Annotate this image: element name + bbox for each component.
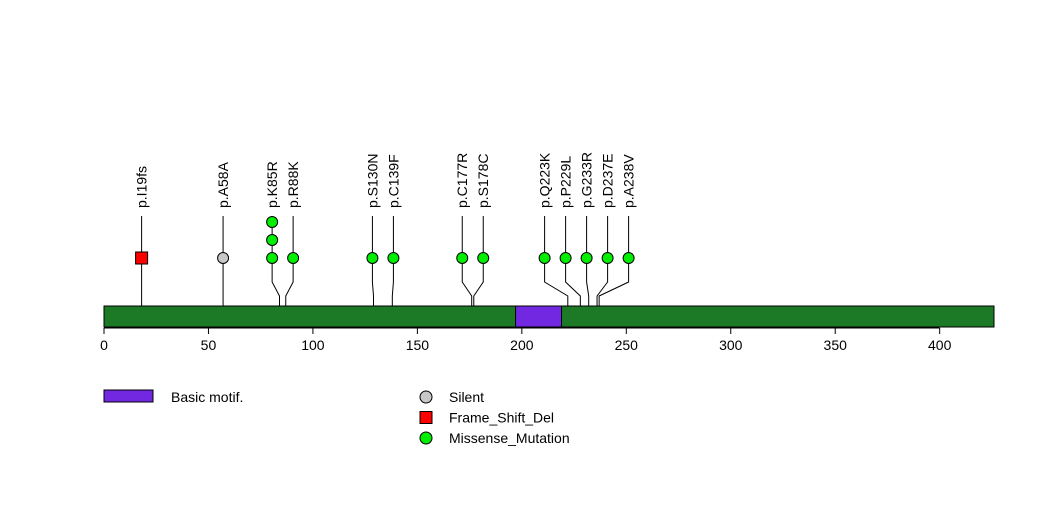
domain-0 [515, 305, 563, 328]
mutation-label: p.C177R [454, 153, 470, 208]
mutation-head-circle [387, 252, 400, 264]
mutation-label: p.C139F [385, 154, 401, 208]
mutation-label: p.K85R [264, 161, 280, 208]
legend-circle-icon [419, 390, 433, 404]
x-tick-label: 0 [100, 337, 108, 353]
mutation-label: p.S178C [475, 154, 491, 208]
x-tick-label: 200 [510, 337, 534, 353]
mutation-head-circle [622, 252, 635, 264]
mutation-head-circle [266, 216, 279, 228]
lollipop-stem [371, 216, 375, 306]
mutation-label: p.D237E [600, 154, 616, 208]
mutation-head-circle [266, 234, 279, 246]
mutation-head-circle [456, 252, 469, 264]
lollipop-stem [586, 216, 590, 306]
lollipop-stem [544, 216, 569, 306]
mutation-label: p.A58A [215, 161, 231, 208]
domain-layer [515, 305, 563, 328]
mutation-label: p.R88K [285, 161, 301, 208]
lollipop-stem [473, 216, 484, 306]
mutation-head-circle [559, 252, 572, 264]
mutation-label: p.P229L [558, 156, 574, 208]
lollipop-stem [461, 216, 473, 306]
mutation-head-circle [477, 252, 490, 264]
lollipop-stem [391, 216, 394, 306]
x-tick-label: 300 [719, 337, 743, 353]
domain-legend: Basic motif. [103, 389, 243, 405]
mutation-head-circle [217, 252, 230, 264]
mutation-label: p.S130N [364, 154, 380, 208]
x-tick-label: 50 [201, 337, 217, 353]
mutation-label: p.Q223K [537, 152, 553, 208]
mutation-type-legend-label: Frame_Shift_Del [449, 410, 554, 426]
lollipop-stem [598, 216, 630, 306]
mutation-label: p.G233R [579, 152, 595, 208]
x-tick-label: 100 [301, 337, 325, 353]
x-tick-label: 400 [928, 337, 952, 353]
lollipop-stem [596, 216, 609, 306]
domain-legend-swatch [103, 389, 154, 403]
mutation-type-legend-label: Missense_Mutation [449, 430, 570, 446]
mutation-label: p.A238V [621, 154, 637, 208]
legend-square-icon [419, 411, 433, 424]
lollipop-stem [285, 216, 294, 306]
x-axis: 0 50 100 150 200 250 300 350 400 [100, 327, 952, 353]
mutation-labels: p.I19fs p.A58A p.K85R p.R88K p.S130N p.C139F p… [134, 152, 637, 208]
mutation-head-circle [287, 252, 300, 264]
lollipop-stems [141, 216, 630, 306]
legend-circle-icon [419, 431, 433, 445]
mutation-head-square [135, 251, 149, 265]
mutation-head-circle [580, 252, 593, 264]
mutation-head-circle [601, 252, 614, 264]
mutation-head-circle [266, 252, 279, 264]
lollipop-stem [565, 216, 581, 306]
lollipop-stem [271, 216, 280, 306]
mutation-label: p.I19fs [134, 166, 150, 208]
lollipop-heads [135, 216, 635, 265]
mutation-head-circle [538, 252, 551, 264]
mutation-type-legend-label: Silent [449, 389, 484, 405]
mutation-head-circle [366, 252, 379, 264]
x-tick-label: 250 [615, 337, 639, 353]
x-tick-label: 150 [406, 337, 430, 353]
domain-legend-label: Basic motif. [171, 389, 243, 405]
x-tick-label: 350 [824, 337, 848, 353]
